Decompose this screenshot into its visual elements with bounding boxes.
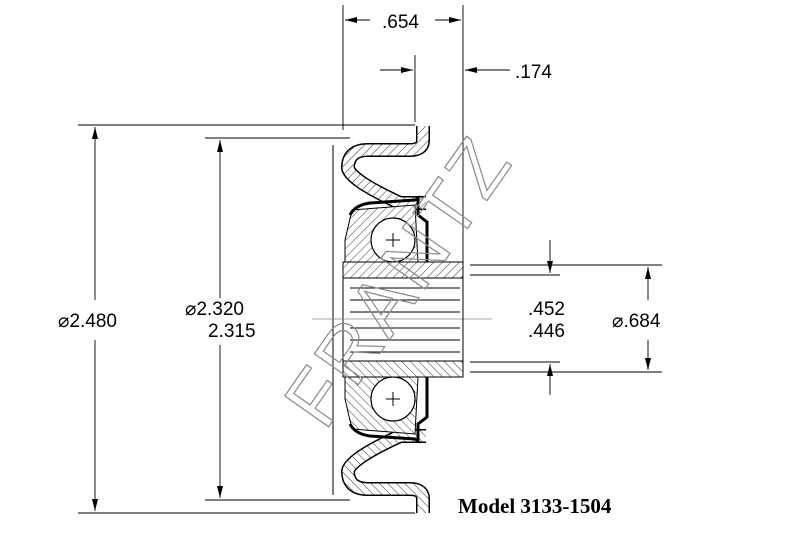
dimension-lines <box>92 17 651 511</box>
dim-groove-diameter-min: 2.315 <box>208 321 256 342</box>
hub-bore <box>342 277 464 362</box>
dim-hub-offset: .174 <box>515 62 552 83</box>
dim-groove-diameter-max: ⌀2.320 <box>185 299 244 320</box>
dim-bore-max: .452 <box>528 299 565 320</box>
dim-bore-min: .446 <box>528 321 565 342</box>
dim-overall-width: .654 <box>382 12 419 33</box>
model-label: Model 3133-1504 <box>458 494 612 518</box>
dim-hub-diameter: ⌀.684 <box>612 311 661 332</box>
extension-lines <box>78 5 662 514</box>
dim-outer-diameter: ⌀2.480 <box>58 311 117 332</box>
